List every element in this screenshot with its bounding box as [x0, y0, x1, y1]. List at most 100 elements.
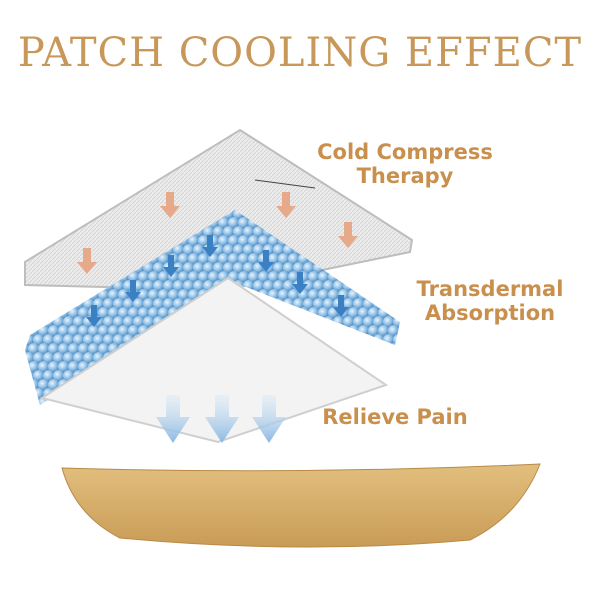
bead	[92, 334, 105, 346]
bead	[47, 343, 60, 355]
bead	[87, 343, 100, 355]
bead	[182, 262, 195, 274]
bead	[237, 253, 250, 265]
bead	[25, 217, 30, 229]
arrow-down-icon	[333, 295, 349, 317]
bead	[142, 316, 155, 328]
bead	[27, 235, 40, 247]
bead	[272, 244, 285, 256]
bead	[387, 325, 400, 337]
bead	[42, 334, 55, 346]
bead	[177, 253, 190, 265]
bead	[272, 262, 285, 274]
bead	[227, 253, 240, 265]
bead	[312, 280, 325, 292]
bead	[47, 361, 60, 373]
bead	[25, 379, 30, 391]
bead	[25, 210, 35, 220]
arrow-down-icon	[160, 192, 180, 218]
bead	[352, 352, 365, 364]
bead	[247, 253, 260, 265]
bead	[292, 262, 305, 274]
bead	[187, 235, 200, 247]
bead	[25, 244, 35, 256]
bead	[42, 370, 55, 382]
bead	[367, 210, 380, 211]
bead	[32, 210, 45, 220]
bead	[382, 298, 395, 310]
bead	[152, 298, 165, 310]
bead	[97, 343, 110, 355]
bead	[302, 262, 315, 274]
bead	[72, 334, 85, 346]
bead	[222, 262, 235, 274]
bead	[397, 361, 400, 373]
bead	[67, 210, 80, 211]
bead	[212, 262, 225, 274]
bead	[97, 289, 110, 301]
bead	[232, 244, 245, 256]
bead	[167, 289, 180, 301]
bead	[137, 307, 150, 319]
bead	[392, 352, 400, 364]
bead	[397, 217, 400, 229]
bead	[367, 289, 380, 301]
arrow-down-icon	[202, 235, 218, 257]
bead	[25, 316, 35, 328]
bead	[177, 271, 190, 283]
bead	[403, 334, 415, 346]
bead	[387, 210, 400, 211]
bead	[27, 289, 40, 301]
bead	[397, 379, 400, 391]
bead	[397, 210, 400, 211]
bead	[387, 379, 400, 391]
bead	[192, 280, 205, 292]
bead	[222, 244, 235, 256]
bead	[47, 217, 60, 229]
bead	[142, 262, 155, 274]
bead	[357, 343, 370, 355]
bead	[87, 325, 100, 337]
bead	[377, 271, 390, 283]
bead	[37, 289, 50, 301]
bead	[367, 307, 380, 319]
bead	[57, 325, 70, 337]
bead	[347, 307, 360, 319]
arrow-down-icon	[86, 305, 102, 327]
bead	[172, 280, 185, 292]
skin-layer	[61, 463, 541, 548]
bead	[25, 298, 35, 310]
bead	[72, 352, 85, 364]
bead	[157, 253, 170, 265]
arrow-down-icon	[258, 250, 274, 272]
bead	[372, 280, 385, 292]
bead	[337, 325, 350, 337]
bead	[212, 226, 225, 238]
bead	[32, 298, 45, 310]
bead	[182, 280, 195, 292]
bead	[27, 217, 40, 229]
bead	[362, 334, 375, 346]
bead	[372, 352, 385, 364]
arrow-down-icon	[292, 272, 308, 294]
bead	[387, 343, 400, 355]
bead	[172, 262, 185, 274]
bead	[132, 316, 145, 328]
bead	[37, 307, 50, 319]
bead	[362, 316, 375, 328]
bead	[392, 210, 400, 220]
bead	[227, 217, 240, 229]
bead	[57, 210, 70, 211]
bead	[25, 235, 30, 247]
bead	[237, 235, 250, 247]
bead	[382, 280, 395, 292]
bead	[307, 289, 320, 301]
bead	[52, 334, 65, 346]
bead	[77, 289, 90, 301]
bead	[82, 352, 95, 364]
label-line: Transdermal	[416, 277, 564, 301]
bead	[27, 307, 40, 319]
bead	[42, 226, 55, 238]
bead	[182, 244, 195, 256]
